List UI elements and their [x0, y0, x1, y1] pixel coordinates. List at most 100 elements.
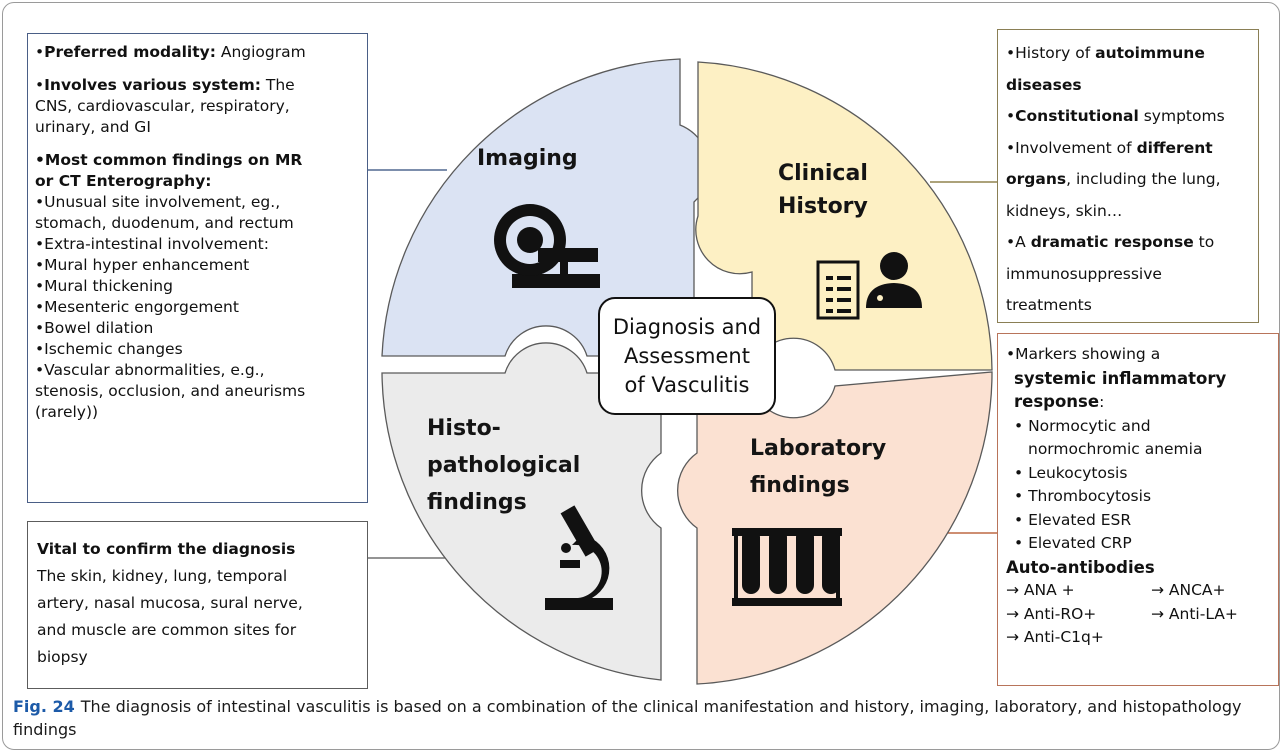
preferred-value: Angiogram [220, 43, 306, 61]
clinical-l3b: Constitutional [1015, 107, 1139, 125]
clinical-l4b: different [1136, 138, 1213, 157]
clinical-l1: History of [1015, 44, 1091, 62]
clinical-l7c: to [1198, 233, 1215, 251]
findings-label-row: •Most common findings on MR [35, 151, 303, 169]
finding-item: •Bowel dilation [35, 319, 154, 337]
lab-l3b: response [1014, 392, 1100, 411]
microscope-icon [545, 505, 613, 610]
biopsy-line3: and muscle are common sites for [37, 621, 297, 639]
lab-item-2: • Leukocytosis [1014, 463, 1128, 482]
finding-item: •Vascular abnormalities, e.g., [35, 361, 265, 379]
lab-antibodies-title: Auto-antibodies [1006, 557, 1155, 577]
systems-value-3: urinary, and GI [35, 118, 151, 136]
label-clinical-history: Clinical History [778, 157, 868, 223]
clinical-row-5: organs, including the lung, [1006, 164, 1258, 196]
finding-3: Mural hyper enhancement [44, 256, 250, 274]
finding-4: Mural thickening [44, 277, 173, 295]
lab-i2: Leukocytosis [1028, 463, 1128, 482]
biopsy-line4: biopsy [37, 648, 88, 666]
finding-6: Bowel dilation [44, 319, 154, 337]
label-clinical-line2: History [778, 194, 868, 219]
systems-value-2: CNS, cardiovascular, respiratory, [35, 97, 290, 115]
lab-i3: Thrombocytosis [1028, 487, 1152, 505]
clinical-l7b: dramatic response [1030, 233, 1194, 251]
lab-i5: Elevated CRP [1028, 534, 1132, 552]
clinical-l2: diseases [1006, 75, 1082, 94]
label-histo-line2: pathological [427, 453, 581, 478]
clinical-row-7: •A dramatic response to [1006, 233, 1215, 251]
clinical-l9: treatments [1006, 296, 1092, 314]
finding-7: Ischemic changes [44, 340, 183, 358]
lab-info-box: •Markers showing a systemic inflammatory… [997, 333, 1279, 686]
label-laboratory: Laboratory findings [750, 430, 886, 504]
lab-l1: Markers showing a [1015, 345, 1161, 363]
lab-l3: : [1099, 393, 1105, 411]
clinical-row-3: •Constitutional symptoms [1006, 107, 1225, 125]
antibody-anca: → ANCA+ [1151, 581, 1226, 599]
lab-item-3: • Thrombocytosis [1014, 487, 1152, 505]
lab-i1a: Normocytic and [1028, 416, 1151, 435]
antibody-row-2: → Anti-RO+ → Anti-LA+ [1006, 603, 1278, 627]
puzzle-piece-clinical [695, 61, 993, 371]
center-line1: Diagnosis and [612, 314, 762, 339]
imaging-systems-row: •Involves various system: The [35, 76, 295, 94]
figure-number: Fig. 24 [13, 697, 75, 716]
label-histo-line3: findings [427, 490, 527, 515]
clinical-l6: kidneys, skin… [1006, 201, 1123, 220]
mri-scanner-icon [494, 204, 600, 288]
center-line3: of Vasculitis [624, 372, 750, 397]
finding-1b: stomach, duodenum, and rectum [35, 214, 294, 232]
lab-item-5: • Elevated CRP [1014, 534, 1132, 552]
clinical-l5b: organs [1006, 170, 1067, 188]
caption-text: The diagnosis of intestinal vasculitis i… [13, 697, 1242, 739]
lab-row-3: response: [1006, 390, 1278, 415]
label-histopathological: Histo- pathological findings [427, 410, 580, 521]
finding-1a: Unusual site involvement, eg., [44, 193, 281, 211]
clinical-row-1: •History of autoimmune [1006, 44, 1205, 62]
lab-i4: Elevated ESR [1028, 510, 1132, 529]
clinical-l3: symptoms [1143, 107, 1225, 125]
clinical-l8: immunosuppressive [1006, 264, 1162, 283]
biopsy-title: Vital to confirm the diagnosis [37, 540, 296, 558]
antibody-anti-c1q: → Anti-C1q+ [1006, 628, 1104, 646]
label-lab-line2: findings [750, 473, 850, 498]
finding-item: •Mural thickening [35, 277, 173, 295]
finding-2: Extra-intestinal involvement: [44, 235, 269, 253]
lab-i1b: normochromic anemia [1028, 440, 1203, 458]
lab-l2: systemic inflammatory [1014, 368, 1227, 388]
preferred-label: Preferred modality: [44, 43, 216, 61]
label-histo-line1: Histo- [427, 416, 501, 441]
finding-item: •Mural hyper enhancement [35, 256, 250, 274]
finding-item: •Unusual site involvement, eg., [35, 193, 281, 211]
biopsy-line1: The skin, kidney, lung, temporal [37, 567, 288, 585]
center-line2: Assessment [624, 343, 750, 368]
clinical-l1b: autoimmune [1095, 44, 1205, 62]
findings-label-1: Most common findings on MR [44, 151, 303, 169]
lab-item-4: • Elevated ESR [1014, 510, 1132, 529]
label-lab-line1: Laboratory [750, 436, 887, 461]
biopsy-info-box: Vital to confirm the diagnosis The skin,… [27, 521, 368, 689]
biopsy-line2: artery, nasal mucosa, sural nerve, [37, 594, 303, 612]
finding-8a: Vascular abnormalities, e.g., [44, 361, 265, 379]
finding-item: •Mesenteric engorgement [35, 298, 239, 316]
center-title-box: Diagnosis and Assessment of Vasculitis [598, 297, 776, 415]
lab-item-1: • Normocytic and [1014, 416, 1151, 435]
lab-row-1: •Markers showing a [1006, 345, 1161, 363]
clinical-l7: A [1015, 233, 1026, 251]
clinical-l5: , including the lung, [1066, 170, 1221, 188]
antibody-anti-la: → Anti-LA+ [1151, 604, 1238, 623]
antibody-row-1: → ANA +→ ANCA+ [1006, 579, 1278, 603]
clinical-row-4: •Involvement of different [1006, 138, 1213, 157]
test-tubes-icon [732, 528, 842, 606]
finding-8b: stenosis, occlusion, and aneurisms [35, 382, 306, 400]
finding-item: •Extra-intestinal involvement: [35, 235, 269, 253]
imaging-preferred-row: •Preferred modality: Angiogram [35, 43, 306, 61]
finding-5: Mesenteric engorgement [44, 298, 239, 316]
systems-value-1: The [265, 76, 295, 94]
label-imaging: Imaging [477, 146, 578, 171]
antibody-anti-ro: → Anti-RO+ [1006, 604, 1097, 623]
finding-item: •Ischemic changes [35, 340, 183, 358]
clinical-l4: Involvement of [1015, 138, 1132, 157]
